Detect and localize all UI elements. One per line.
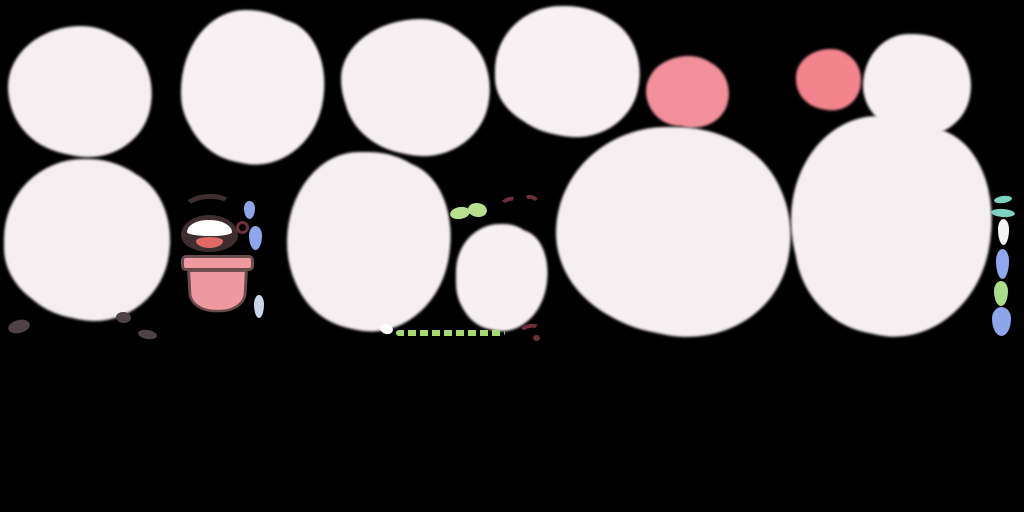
watercolor-blob-large-1 — [556, 127, 786, 331]
blue-drop-2 — [249, 226, 262, 250]
mouth-sprite — [181, 215, 238, 252]
watercolor-blob-top-1 — [8, 26, 149, 153]
pot-body — [186, 268, 249, 313]
watercolor-blob-mid-1 — [4, 159, 167, 317]
green-sprout-2 — [467, 201, 488, 219]
dark-speck-1 — [6, 317, 32, 336]
dark-speck-2 — [115, 311, 132, 324]
maroon-ring — [236, 221, 249, 234]
blue-drop-1 — [244, 201, 255, 219]
pale-drop — [254, 295, 264, 318]
watercolor-blob-mid-3 — [456, 224, 545, 329]
watercolor-blob-large-2 — [791, 116, 987, 332]
blue-speck — [992, 307, 1011, 336]
mouth-tongue — [195, 237, 224, 249]
watercolor-blob-top-3 — [341, 19, 487, 152]
flower-pot — [181, 255, 254, 317]
red-blob-small — [796, 49, 860, 109]
mouth-teeth — [186, 220, 233, 237]
maroon-mark-2 — [520, 193, 541, 212]
blue-drop-3 — [996, 249, 1009, 279]
teal-mark-2 — [990, 208, 1016, 218]
watercolor-blob-top-2 — [181, 10, 321, 160]
maroon-dot — [533, 335, 540, 341]
pot-rim — [181, 255, 254, 272]
grass-dash-line — [396, 330, 505, 336]
maroon-mark-1 — [499, 194, 520, 213]
teal-mark-1 — [993, 194, 1013, 205]
watercolor-blob-mid-2 — [287, 152, 447, 328]
dark-speck-3 — [137, 328, 158, 341]
green-speck — [994, 281, 1008, 306]
pink-blob — [646, 56, 728, 126]
white-drop — [998, 219, 1009, 245]
watercolor-blob-top-4 — [495, 6, 637, 133]
